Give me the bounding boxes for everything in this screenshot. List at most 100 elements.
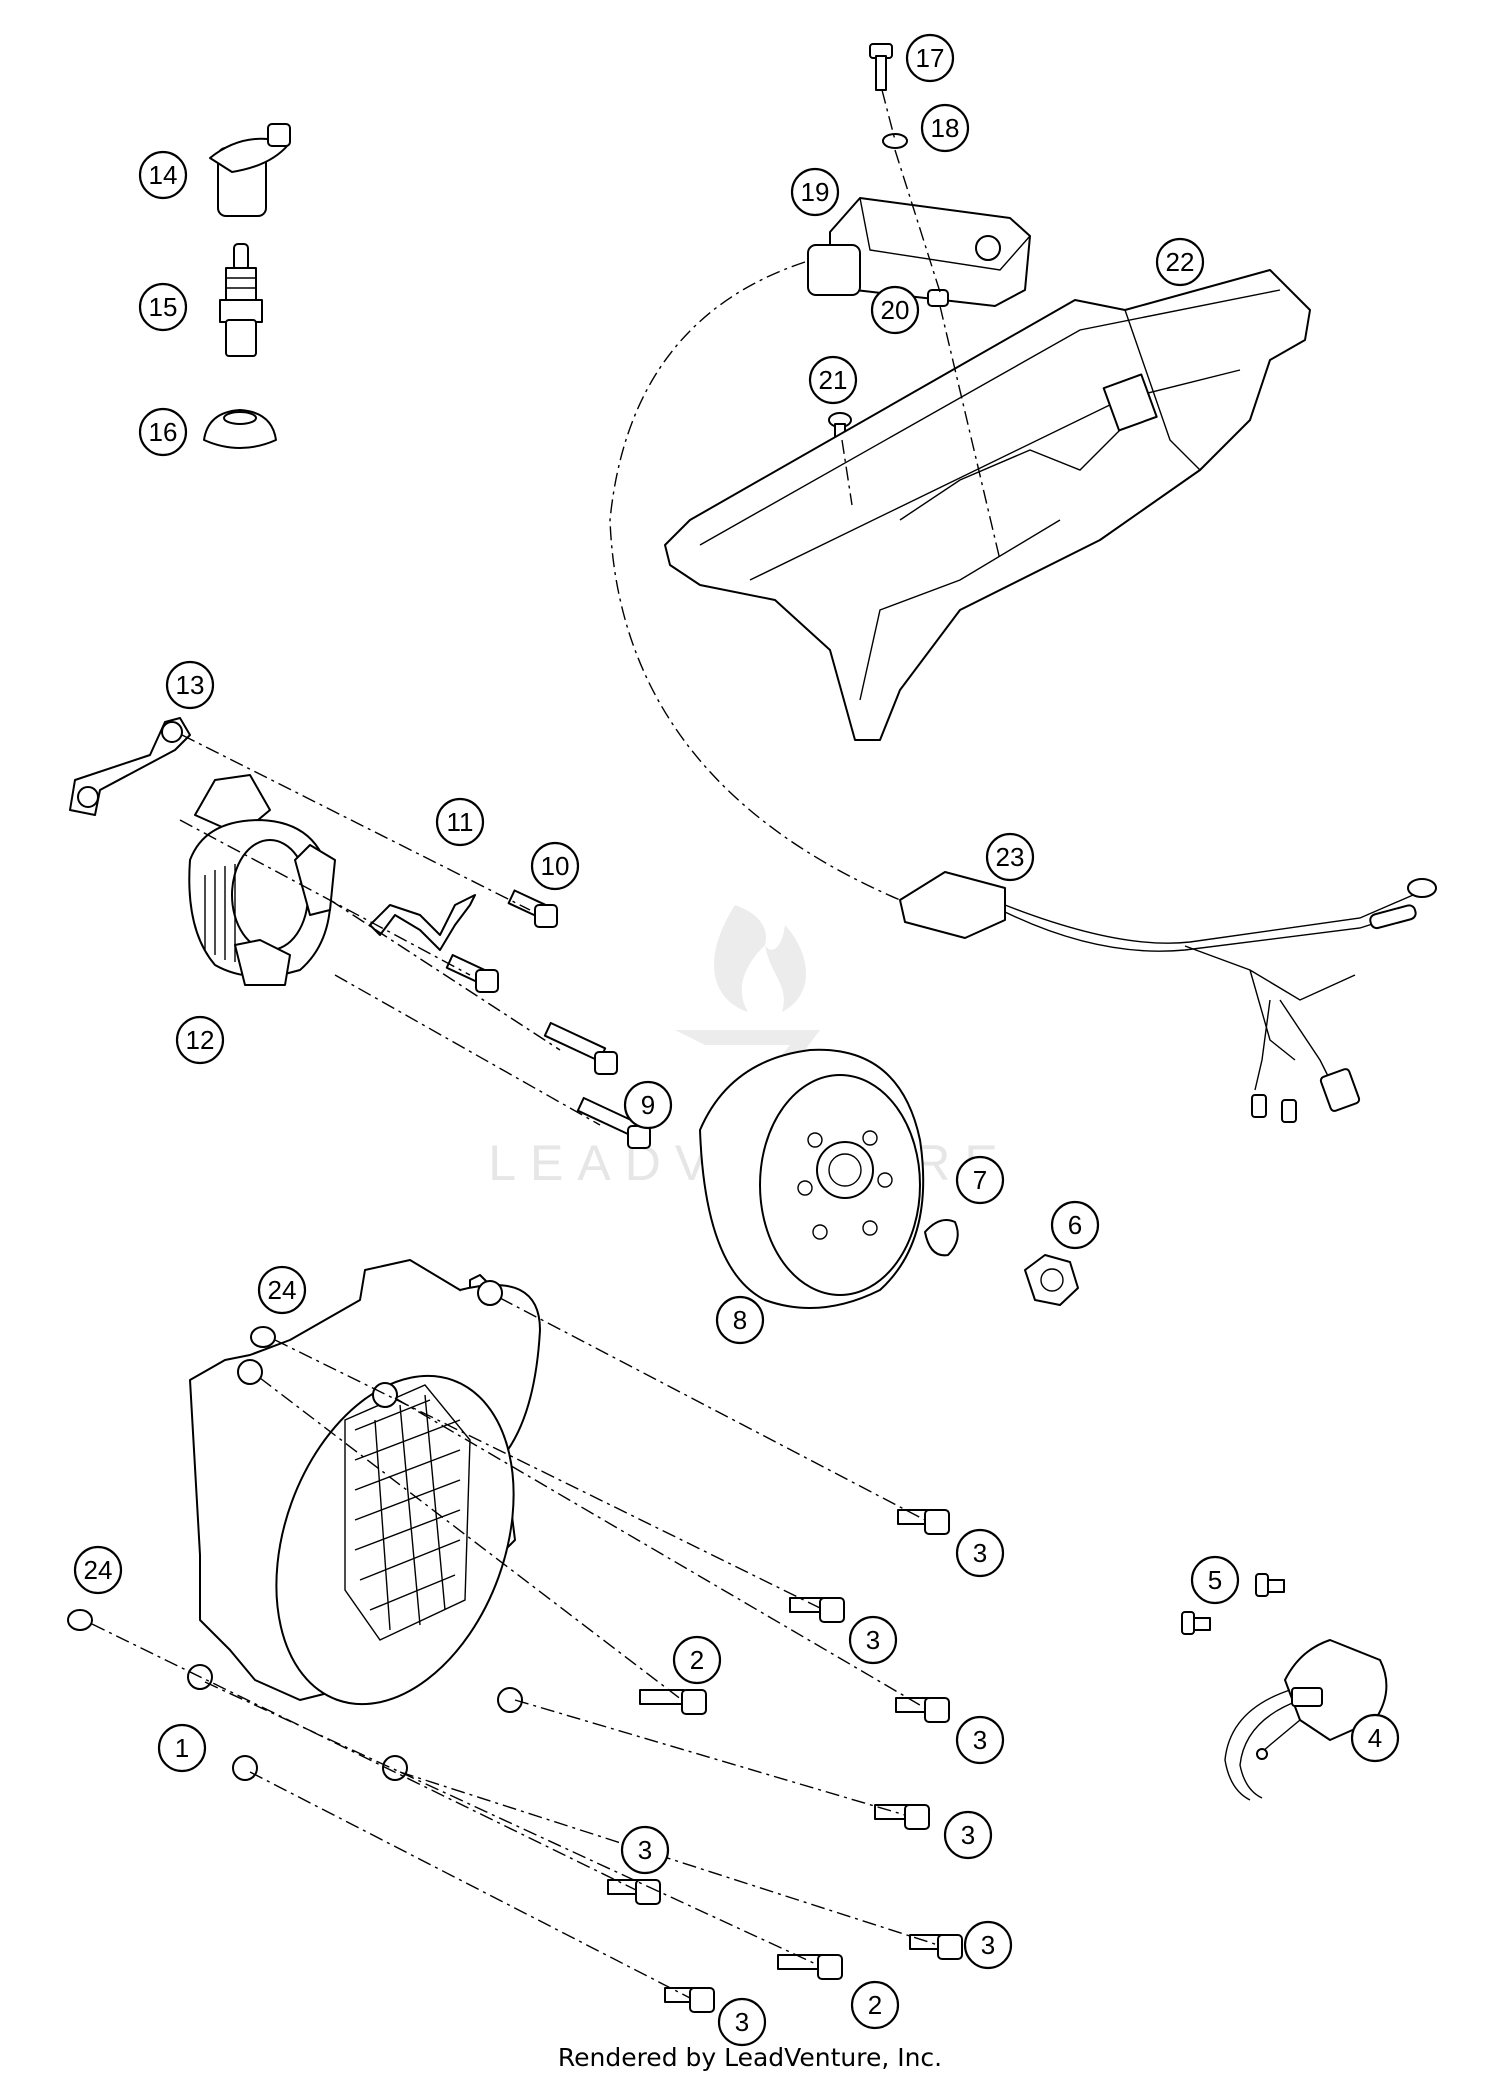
part-flywheel-rotor	[699, 1048, 925, 1309]
callout-label: 23	[996, 842, 1025, 872]
part-bolt-stator-4	[576, 1096, 651, 1149]
part-spark-plug-cap	[209, 123, 291, 217]
callout-label: 5	[1208, 1565, 1222, 1595]
callout-12: 12	[175, 1015, 225, 1065]
watermark-flame-icon	[714, 905, 806, 1012]
callout-label: 17	[916, 43, 945, 73]
callout-18: 18	[920, 103, 970, 153]
callout-label: 21	[819, 365, 848, 395]
callout-11: 11	[435, 797, 485, 847]
callout-label: 3	[981, 1930, 995, 1960]
callout-label: 22	[1166, 247, 1195, 277]
callout-2: 2	[850, 1980, 900, 2030]
callout-label: 8	[733, 1305, 747, 1335]
callout-10: 10	[530, 841, 580, 891]
callout-3: 3	[943, 1810, 993, 1860]
callout-4: 4	[1350, 1713, 1400, 1763]
part-bolt-3a	[897, 1509, 950, 1535]
callout-3: 3	[848, 1615, 898, 1665]
footer-credit: Rendered by LeadVenture, Inc.	[557, 2043, 943, 2072]
callout-label: 7	[973, 1165, 987, 1195]
callout-label: 15	[149, 292, 178, 322]
callout-label: 18	[931, 113, 960, 143]
part-bolt-3c	[895, 1697, 950, 1723]
callout-3: 3	[955, 1715, 1005, 1765]
callout-label: 13	[176, 670, 205, 700]
part-bolt-stator-2	[445, 954, 499, 993]
callout-3: 3	[963, 1920, 1013, 1970]
part-washer-7	[924, 1219, 959, 1257]
part-spark-plug	[219, 243, 263, 357]
part-bolt-3g	[664, 1987, 715, 2013]
callout-13: 13	[165, 660, 215, 710]
callout-label: 3	[866, 1625, 880, 1655]
part-plug-24b	[67, 1609, 93, 1631]
callout-label: 19	[801, 177, 830, 207]
callout-24: 24	[257, 1265, 307, 1315]
part-ignition-cover	[187, 1259, 541, 1781]
callout-label: 2	[690, 1645, 704, 1675]
callout-19: 19	[790, 167, 840, 217]
callout-23: 23	[985, 832, 1035, 882]
part-bracket-13	[69, 717, 191, 816]
callout-17: 17	[905, 33, 955, 83]
callout-label: 3	[735, 2007, 749, 2037]
callout-16: 16	[138, 407, 188, 457]
part-ignition-coil	[1224, 1639, 1388, 1801]
part-bolt-3b	[789, 1597, 845, 1623]
callout-label: 3	[973, 1538, 987, 1568]
callout-14: 14	[138, 150, 188, 200]
callout-6: 6	[1050, 1200, 1100, 1250]
callout-label: 12	[186, 1025, 215, 1055]
part-control-unit	[807, 197, 1031, 307]
callout-8: 8	[715, 1295, 765, 1345]
part-grommet-20	[927, 289, 949, 307]
callout-label: 2	[868, 1990, 882, 2020]
callout-21: 21	[808, 355, 858, 405]
callout-label: 11	[447, 807, 474, 837]
part-bolts-5	[1181, 1573, 1285, 1635]
callout-label: 3	[973, 1725, 987, 1755]
part-washer-18	[882, 133, 908, 149]
part-seal-ring	[203, 409, 277, 449]
part-plug-24a	[250, 1326, 276, 1348]
callout-label: 3	[638, 1835, 652, 1865]
part-electronics-tray	[664, 269, 1311, 741]
callout-5: 5	[1190, 1555, 1240, 1605]
callout-3: 3	[717, 1997, 767, 2047]
part-bolt-10	[507, 889, 558, 928]
callout-label: 1	[175, 1733, 189, 1763]
callout-label: 14	[149, 160, 178, 190]
callout-1: 1	[157, 1723, 207, 1773]
callout-label: 16	[149, 417, 178, 447]
callout-2: 2	[672, 1635, 722, 1685]
part-bolt-9	[543, 1021, 618, 1075]
part-nut-6	[1024, 1254, 1079, 1306]
part-wiring-harness	[899, 871, 1437, 1123]
part-screw-17	[869, 43, 893, 91]
callout-15: 15	[138, 282, 188, 332]
callout-3: 3	[955, 1528, 1005, 1578]
part-bolt-3f	[909, 1934, 963, 1960]
callout-label: 4	[1368, 1723, 1382, 1753]
callout-7: 7	[955, 1155, 1005, 1205]
watermark-wing-icon	[675, 1030, 820, 1110]
callout-22: 22	[1155, 237, 1205, 287]
callout-9: 9	[623, 1080, 673, 1130]
callout-label: 20	[881, 295, 910, 325]
part-stator	[188, 774, 336, 986]
part-bolt-2b	[777, 1954, 843, 1980]
callout-20: 20	[870, 285, 920, 335]
part-bolt-3e	[607, 1879, 661, 1905]
callout-label: 9	[641, 1090, 655, 1120]
callout-24: 24	[73, 1545, 123, 1595]
callout-label: 10	[541, 851, 570, 881]
assembly-guide-lines	[91, 89, 1001, 1999]
callout-label: 3	[961, 1820, 975, 1850]
callout-label: 24	[84, 1555, 113, 1585]
callout-label: 24	[268, 1275, 297, 1305]
callout-3: 3	[620, 1825, 670, 1875]
part-bracket-11	[369, 894, 476, 951]
callout-label: 6	[1068, 1210, 1082, 1240]
